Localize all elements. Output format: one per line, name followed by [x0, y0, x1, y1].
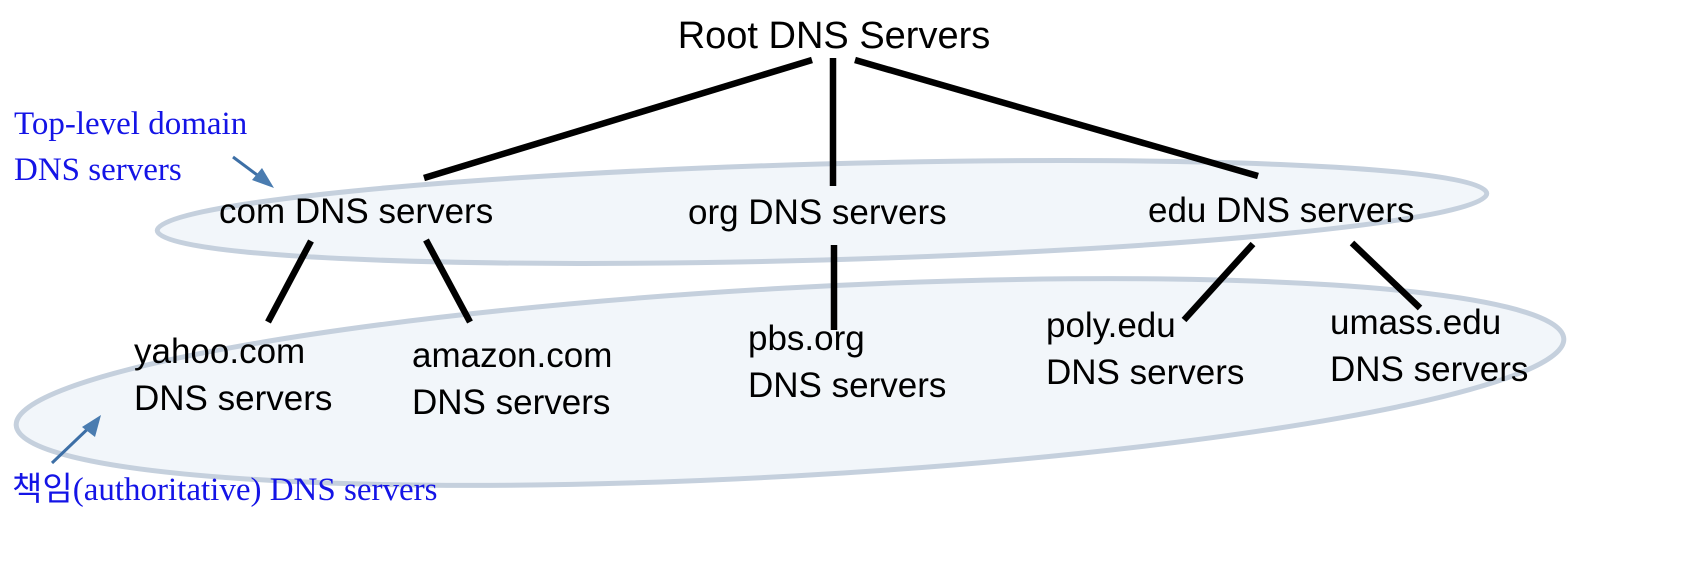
link-edu-to-umass [1349, 240, 1423, 311]
auth-node-pbs-line2: DNS servers [748, 366, 946, 405]
top-level-domain-ellipse [154, 158, 1490, 266]
auth-node-poly-line2: DNS servers [1046, 353, 1244, 392]
authoritative-ellipse [13, 276, 1567, 488]
auth-node-amazon-line1: amazon.com [412, 336, 612, 375]
auth-node-yahoo-line1: yahoo.com [134, 332, 305, 371]
auth-node-poly-line1: poly.edu [1046, 306, 1176, 345]
auth-node-pbs-line1: pbs.org [748, 319, 865, 358]
tld-annotation-line2: DNS servers [14, 152, 182, 188]
tld-node-com-label: com DNS servers [219, 192, 493, 231]
link-edu-to-poly [1181, 241, 1256, 323]
auth-node-umass-line1: umass.edu [1330, 303, 1501, 342]
auth-node-amazon-line2: DNS servers [412, 383, 610, 422]
tld-node-org-label: org DNS servers [688, 193, 947, 232]
auth-node-yahoo-line2: DNS servers [134, 379, 332, 418]
link-com-to-yahoo [265, 239, 314, 324]
authoritative-annotation-arrow-icon [50, 415, 101, 465]
auth-node-umass-line2: DNS servers [1330, 350, 1528, 389]
link-root-to-com [423, 56, 813, 182]
authoritative-annotation-label: 책임(authoritative) DNS servers [12, 472, 437, 508]
tld-annotation-arrow-icon [232, 155, 274, 188]
link-com-to-amazon [423, 238, 473, 324]
tld-node-edu-label: edu DNS servers [1148, 191, 1414, 230]
tld-annotation-line1: Top-level domain [14, 106, 247, 142]
root-dns-servers-label: Root DNS Servers [678, 15, 991, 57]
link-root-to-edu [854, 56, 1259, 180]
